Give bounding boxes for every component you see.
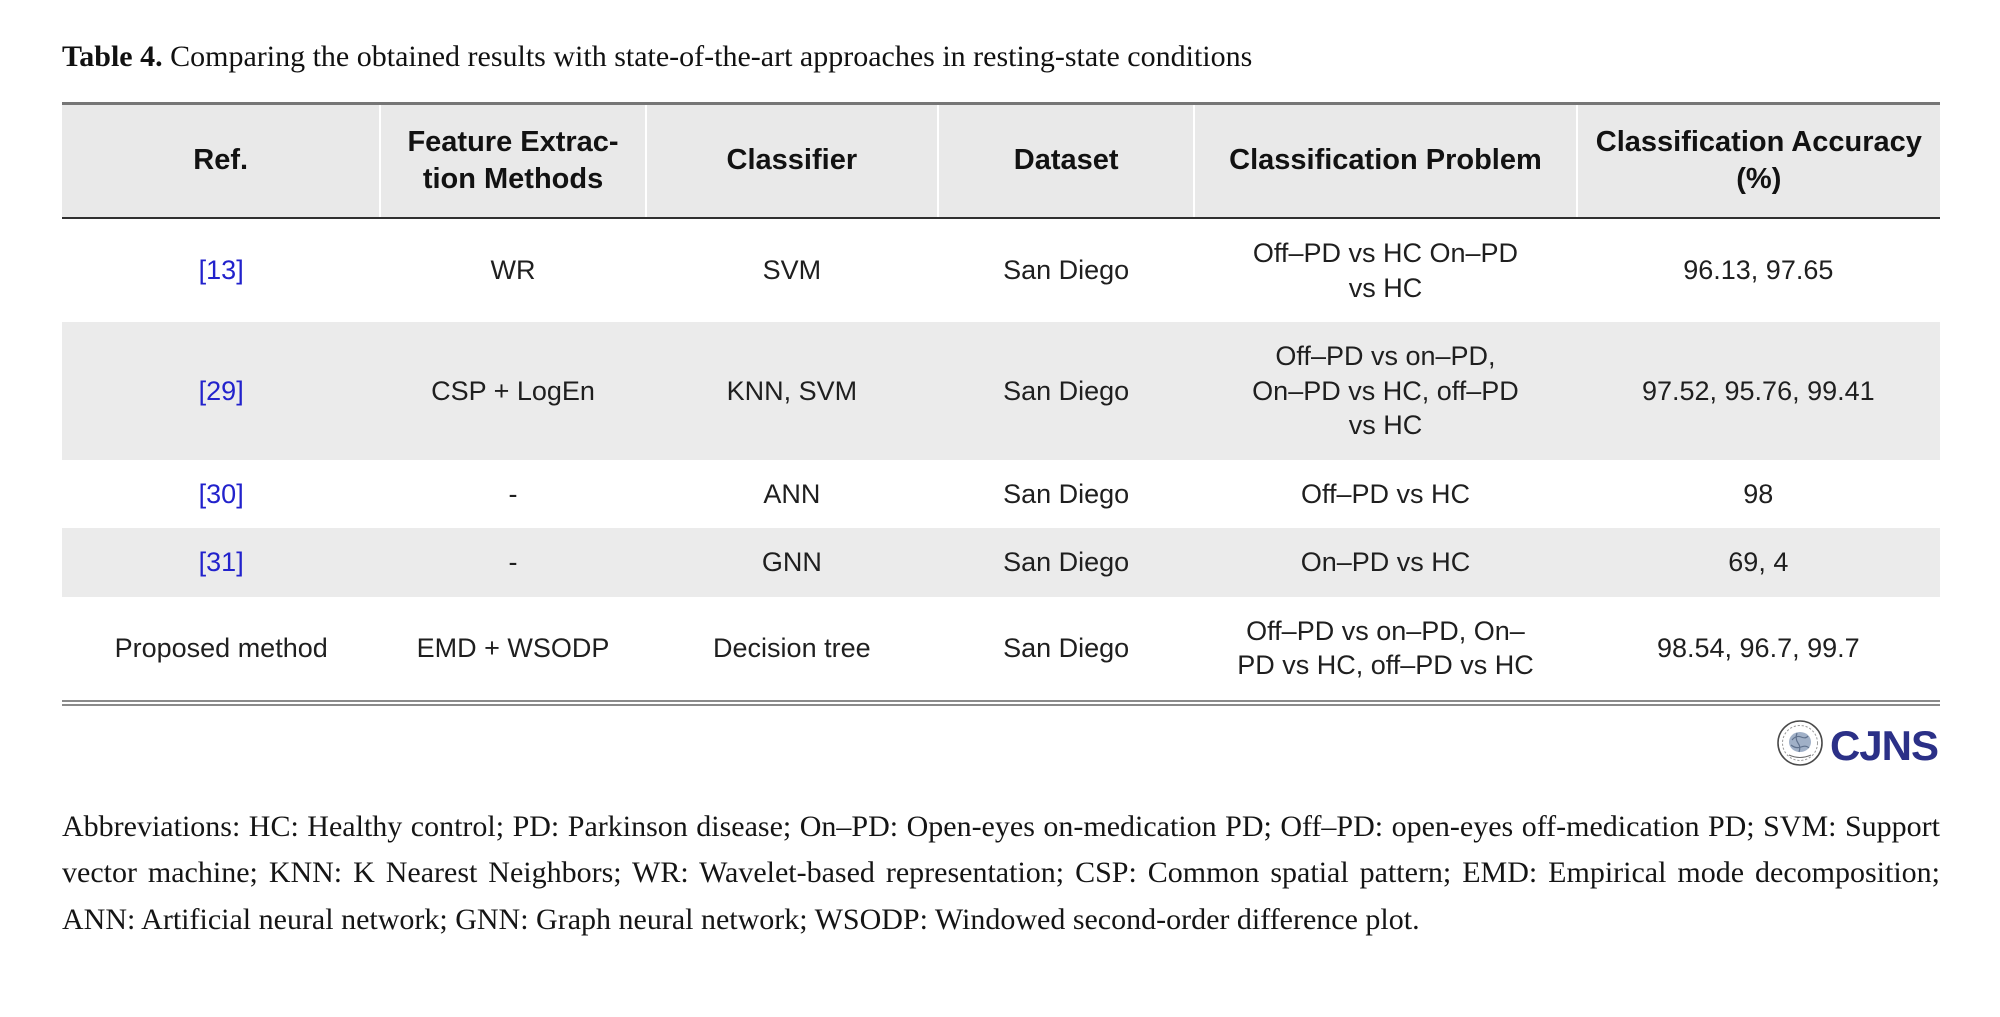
cell-accuracy: 96.13, 97.65 — [1683, 255, 1834, 286]
cell-ref: [30] — [62, 460, 380, 529]
citation-link[interactable]: [31] — [198, 547, 244, 578]
cell-dataset: San Diego — [938, 322, 1195, 460]
journal-seal-icon — [1776, 719, 1824, 772]
cell-accuracy: 98.54, 96.7, 99.7 — [1656, 633, 1860, 664]
cell-problem: Off–PD vs on–PD, On–PD vs HC, off–PD vs … — [1194, 322, 1577, 460]
cell-classifier: SVM — [762, 255, 822, 286]
cell-dataset: San Diego — [1003, 255, 1130, 286]
cell-ref: Proposed method — [114, 633, 328, 664]
table-row: Proposed method EMD + WSODP Decision tree S… — [62, 597, 1940, 703]
citation-link[interactable]: [30] — [198, 478, 244, 509]
cell-feature: WR — [490, 255, 536, 286]
table-caption-text: Comparing the obtained results with stat… — [162, 40, 1253, 73]
table-caption: Table 4. Comparing the obtained results … — [62, 40, 1940, 74]
journal-logo: CJNS — [62, 718, 1939, 774]
table-row: [13] WR SVM San Diego Off–PD vs HC On–PD vs … — [62, 218, 1940, 322]
cell-problem: Off–PD vs HC — [1300, 478, 1470, 509]
cell-feature: EMD + WSODP — [416, 633, 610, 664]
column-header-ref: Ref. — [62, 103, 381, 219]
column-header-classifier: Classifier — [644, 103, 938, 219]
cell-dataset: San Diego — [1003, 633, 1130, 664]
table-row: [30] - ANN San Diego Off–PD vs HC 98 — [62, 460, 1940, 529]
cell-classifier: Decision tree — [713, 633, 871, 664]
cell-classifier: KNN, SVM — [645, 322, 938, 460]
citation-link[interactable]: [29] — [198, 375, 244, 406]
column-header-feature-extraction: Feature Extrac- tion Methods — [379, 103, 646, 219]
column-header-accuracy: Classification Accuracy (%) — [1575, 103, 1940, 219]
table-caption-label: Table 4. — [62, 40, 163, 73]
cell-accuracy: 69, 4 — [1576, 528, 1940, 597]
column-header-problem: Classification Problem — [1193, 103, 1577, 219]
cell-dataset: San Diego — [938, 528, 1195, 597]
cell-feature: - — [380, 528, 646, 597]
cell-ref: [13] — [62, 218, 380, 322]
cell-classifier: GNN — [645, 528, 938, 597]
cell-ref: [31] — [62, 528, 381, 597]
cell-problem: Off–PD vs on–PD, On– PD vs HC, off–PD vs… — [1237, 615, 1534, 681]
cell-dataset: San Diego — [1003, 478, 1130, 509]
paper-page: Table 4. Comparing the obtained results … — [62, 40, 1940, 936]
cell-feature: - — [508, 478, 518, 509]
cell-accuracy: 98 — [1743, 478, 1774, 509]
journal-logo-text: CJNS — [1829, 721, 1939, 769]
cell-problem: Off–PD vs HC On–PD vs HC — [1252, 238, 1519, 303]
column-header-dataset: Dataset — [936, 103, 1195, 219]
abbreviations-note: Abbreviations: HC: Healthy control; PD: … — [62, 809, 1940, 936]
citation-link[interactable]: [13] — [198, 255, 244, 286]
cell-feature: CSP + LogEn — [380, 322, 646, 460]
cell-problem: On–PD vs HC — [1194, 528, 1577, 597]
cell-classifier: ANN — [763, 478, 821, 509]
cell-accuracy: 97.52, 95.76, 99.41 — [1576, 322, 1940, 460]
cell-ref: [29] — [62, 322, 381, 460]
